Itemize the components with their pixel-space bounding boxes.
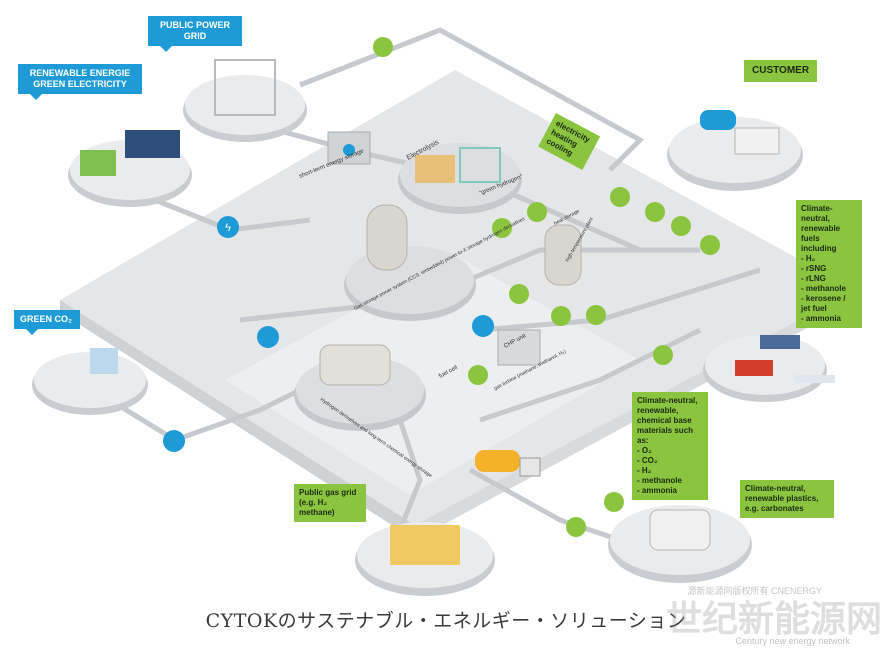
heat-wave-icon <box>551 306 571 326</box>
fuels-list: - H₂ - rSNG - rLNG - methanole - kerosen… <box>801 254 857 324</box>
electrolysis-unit <box>415 155 455 183</box>
chem-item: - CO₂ <box>637 456 658 465</box>
watermark-sub: Century new energy network <box>735 636 850 646</box>
lightning-icon <box>217 216 239 238</box>
snowflake-icon <box>671 216 691 236</box>
ship <box>760 335 800 349</box>
leaf-icon <box>566 517 586 537</box>
fuels-item: - kerosene / jet fuel <box>801 294 846 313</box>
leaf-icon <box>604 492 624 512</box>
tanker-cab <box>519 457 541 477</box>
fuels-box-title: Climate-neutral, renewable fuels includi… <box>801 204 841 253</box>
house <box>80 150 116 176</box>
diagram-caption: CYTOKのサステナブル・エネルギー・ソリューション <box>205 610 687 632</box>
tanker-truck <box>475 450 520 472</box>
chem-list: - O₂ - CO₂ - H₂ - methanole - ammonia <box>637 446 703 496</box>
power-grid-node-top <box>185 75 305 135</box>
renewable-energie-label: RENEWABLE ENERGIE GREEN ELECTRICITY <box>18 64 142 100</box>
leaf-icon <box>468 365 488 385</box>
chem-item: - methanole <box>637 476 682 485</box>
co2-icon <box>163 430 185 452</box>
leaf-icon <box>373 37 393 57</box>
co2-plant <box>90 348 118 374</box>
heat-wave-icon <box>645 202 665 222</box>
public-power-grid-label: PUBLIC POWER GRID <box>148 16 242 52</box>
flow-badges: ϟ <box>163 37 720 537</box>
plastics-box: Climate-neutral, renewable plastics, e.g… <box>740 480 834 518</box>
fuels-item: - ammonia <box>801 314 842 323</box>
chem-box: Climate-neutral, renewable, chemical bas… <box>632 392 708 500</box>
chem-item: - H₂ <box>637 466 652 475</box>
chem-plant <box>649 509 711 551</box>
pipe-top <box>299 27 645 172</box>
power-pylons <box>214 59 276 116</box>
public-gas-grid-label: Public gas grid (e.g. H₂ methane) <box>294 484 366 522</box>
derivatives-tanks <box>319 344 391 386</box>
watermark-main: 世纪新能源网 <box>665 599 882 640</box>
watermark-small: 源新能源网版权所有 CNENERGY <box>687 586 822 596</box>
h2-icon <box>257 326 279 348</box>
storage-gauge <box>343 144 355 156</box>
truck-red <box>735 360 773 376</box>
h2-icon <box>472 315 494 337</box>
pipe-mid <box>239 247 700 323</box>
fuels-item: - H₂ <box>801 254 816 263</box>
chem-box-title: Climate-neutral, renewable, chemical bas… <box>637 396 698 445</box>
pipe-bottom <box>468 467 621 543</box>
gas-grid-plant <box>390 525 460 565</box>
fuels-item: - methanole <box>801 284 846 293</box>
chem-item: - O₂ <box>637 446 652 455</box>
leaf-icon <box>653 345 673 365</box>
fuels-box: Climate-neutral, renewable fuels includi… <box>796 200 862 328</box>
svg-text:ϟ: ϟ <box>225 222 231 234</box>
gas-tank <box>366 204 408 271</box>
green-co2-label: GREEN CO₂ <box>14 310 80 335</box>
chem-item: - ammonia <box>637 486 678 495</box>
leaf-icon <box>492 218 512 238</box>
facilities <box>80 59 835 565</box>
fuels-item: - rSNG <box>801 264 827 273</box>
chp-unit <box>497 329 541 366</box>
lightning-icon <box>610 187 630 207</box>
lightning-icon <box>586 305 606 325</box>
leaf-icon <box>700 235 720 255</box>
customer-label: CUSTOMER <box>744 60 818 82</box>
fuels-item: - rLNG <box>801 274 826 283</box>
heat-storage-tank <box>544 224 582 286</box>
customer-car <box>700 110 736 130</box>
platform-inner <box>225 255 640 495</box>
customer-house <box>734 127 780 155</box>
plane <box>795 375 835 383</box>
solar-panels <box>125 130 180 158</box>
heat-wave-icon <box>509 284 529 304</box>
electrolysis-frame <box>459 147 501 183</box>
heat-wave-icon <box>527 202 547 222</box>
